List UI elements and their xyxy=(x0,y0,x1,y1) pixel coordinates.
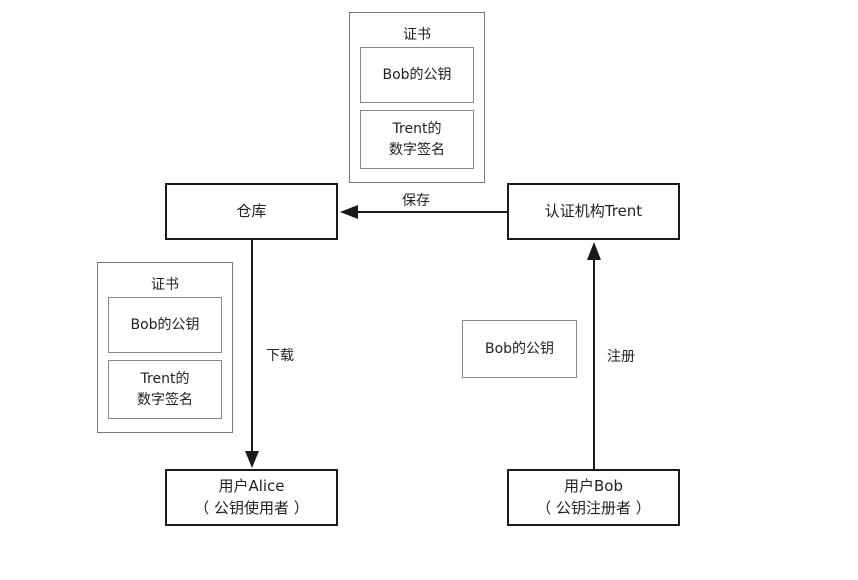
signature-label-line1: Trent的 xyxy=(392,121,442,138)
alice-label-line1: 用户Alice xyxy=(218,476,285,495)
certificate-title: 证书 xyxy=(403,27,431,43)
register-label: 注册 xyxy=(607,349,635,365)
certificate-public-key: Bob的公钥 xyxy=(108,297,222,353)
store-label: 保存 xyxy=(402,193,430,209)
certificate-signature: Trent的 数字签名 xyxy=(108,360,222,419)
ca-trent-node: 认证机构Trent xyxy=(507,183,680,240)
signature-label-line1: Trent的 xyxy=(140,371,190,388)
certificate-top: 证书 Bob的公钥 Trent的 数字签名 xyxy=(349,12,485,183)
public-key-label: Bob的公钥 xyxy=(130,316,200,333)
bob-label-line2: （ 公钥注册者 ） xyxy=(536,498,651,517)
store-arrowhead xyxy=(340,205,358,219)
bob-public-key-label: Bob的公钥 xyxy=(484,340,555,357)
ca-label: 认证机构Trent xyxy=(544,201,643,220)
bob-label-line1: 用户Bob xyxy=(564,476,623,495)
user-bob-node: 用户Bob （ 公钥注册者 ） xyxy=(507,469,680,526)
certificate-signature: Trent的 数字签名 xyxy=(360,110,474,169)
user-alice-node: 用户Alice （ 公钥使用者 ） xyxy=(165,469,338,526)
alice-label-line2: （ 公钥使用者 ） xyxy=(194,498,309,517)
bob-public-key-node: Bob的公钥 xyxy=(462,320,577,378)
certificate-left: 证书 Bob的公钥 Trent的 数字签名 xyxy=(97,262,233,433)
certificate-title: 证书 xyxy=(151,277,179,293)
register-arrowhead xyxy=(587,242,601,260)
warehouse-node: 仓库 xyxy=(165,183,338,240)
signature-label-line2: 数字签名 xyxy=(137,391,193,408)
download-label: 下载 xyxy=(266,348,294,364)
certificate-public-key: Bob的公钥 xyxy=(360,47,474,103)
download-arrowhead xyxy=(245,451,259,468)
warehouse-label: 仓库 xyxy=(236,201,267,220)
signature-label-line2: 数字签名 xyxy=(389,141,445,158)
public-key-label: Bob的公钥 xyxy=(382,66,452,83)
